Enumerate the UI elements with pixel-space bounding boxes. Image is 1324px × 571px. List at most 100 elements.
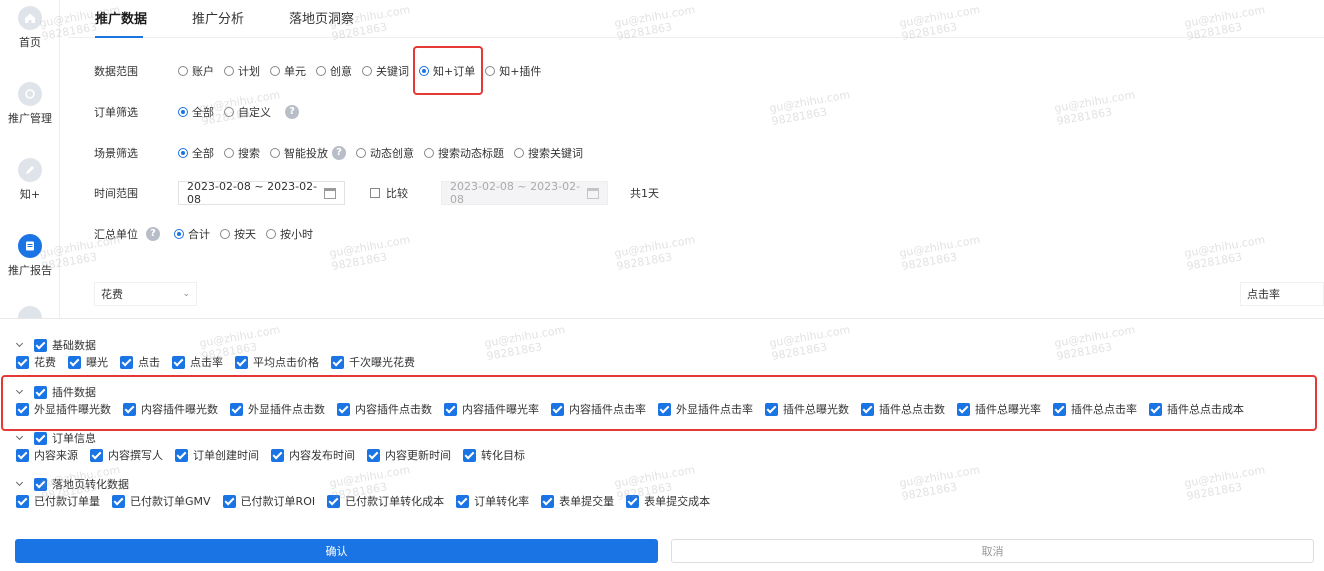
radio-unit[interactable]: 单元 [270,63,306,79]
column-checkbox[interactable]: 内容插件点击数 [337,401,432,417]
help-icon[interactable]: ? [146,227,160,241]
radio-order-all[interactable]: 全部 [178,104,214,120]
total-days: 共1天 [630,187,659,200]
date-range-value: 2023-02-08 ~ 2023-02-08 [187,180,318,206]
tab-landing-page-insight[interactable]: 落地页洞察 [289,12,355,27]
column-checkbox[interactable]: 表单提交成本 [626,493,710,509]
home-icon [18,6,42,30]
radio-plan[interactable]: 计划 [224,63,260,79]
edit-icon [18,158,42,182]
radio-scene-smart[interactable]: 智能投放 [270,145,328,161]
column-checkbox[interactable]: 表单提交量 [541,493,614,509]
column-checkbox[interactable]: 花费 [16,354,56,370]
column-checkbox[interactable]: 插件总曝光数 [765,401,849,417]
chevron-down-icon[interactable] [16,434,24,442]
chevron-down-icon[interactable] [16,341,24,349]
radio-creative[interactable]: 创意 [316,63,352,79]
column-checkbox[interactable]: 外显插件点击数 [230,401,325,417]
column-checkbox[interactable]: 插件总点击数 [861,401,945,417]
data-range-label: 数据范围 [94,65,138,78]
column-checkbox[interactable]: 插件总曝光率 [957,401,1041,417]
group-header-basic[interactable]: 基础数据 [16,337,108,353]
compare-date-range-picker[interactable]: 2023-02-08 ~ 2023-02-08 [441,180,608,206]
column-checkbox[interactable]: 订单创建时间 [175,447,259,463]
metric-select-left[interactable]: 花费 ⌄ [94,282,197,306]
column-checkbox[interactable]: 已付款订单GMV [112,493,211,509]
column-checkbox[interactable]: 内容来源 [16,447,78,463]
column-checkbox[interactable]: 已付款订单转化成本 [327,493,444,509]
help-icon[interactable]: ? [285,105,299,119]
date-range-picker[interactable]: 2023-02-08 ~ 2023-02-08 [178,180,345,206]
group-checkbox-basic[interactable]: 基础数据 [34,337,96,353]
column-checkbox[interactable]: 千次曝光花费 [331,354,415,370]
column-checkbox[interactable]: 平均点击价格 [235,354,319,370]
column-checkbox[interactable]: 订单转化率 [456,493,529,509]
group-items-landing-conversion: 已付款订单量 已付款订单GMV 已付款订单ROI 已付款订单转化成本 订单转化率… [16,493,722,509]
group-items-plugin: 外显插件曝光数 内容插件曝光数 外显插件点击数 内容插件点击数 内容插件曝光率 … [16,401,1244,417]
sidebar-item-home[interactable]: 首页 [0,6,60,50]
confirm-button[interactable]: 确认 [15,539,658,563]
column-checkbox[interactable]: 内容更新时间 [367,447,451,463]
radio-keyword[interactable]: 关键词 [362,63,409,79]
group-items-basic: 花费 曝光 点击 点击率 平均点击价格 千次曝光花费 [16,354,427,370]
compare-checkbox[interactable]: 比较 [370,184,408,202]
radio-account[interactable]: 账户 [178,63,214,79]
radio-summary-day[interactable]: 按天 [220,226,256,242]
help-icon[interactable]: ? [332,146,346,160]
radio-zhi-plus-order[interactable]: 知+订单 [419,63,475,79]
metric-select-right[interactable]: 点击率 [1240,282,1324,306]
radio-scene-search-dynamic-title[interactable]: 搜索动态标题 [424,145,504,161]
column-checkbox[interactable]: 内容插件曝光数 [123,401,218,417]
summary-unit-label: 汇总单位 [94,228,138,241]
radio-scene-all[interactable]: 全部 [178,145,214,161]
group-checkbox-plugin[interactable]: 插件数据 [34,384,96,400]
column-checkbox[interactable]: 外显插件点击率 [658,401,753,417]
column-checkbox[interactable]: 插件总点击成本 [1149,401,1244,417]
radio-scene-search-keyword[interactable]: 搜索关键词 [514,145,583,161]
radio-summary-total[interactable]: 合计 [174,226,210,242]
compare-date-range-value: 2023-02-08 ~ 2023-02-08 [450,180,581,206]
sidebar-item-label: 推广报告 [8,264,52,277]
column-checkbox[interactable]: 曝光 [68,354,108,370]
cancel-button[interactable]: 取消 [671,539,1314,563]
column-checkbox[interactable]: 内容撰写人 [90,447,163,463]
column-checkbox[interactable]: 内容插件点击率 [551,401,646,417]
group-header-landing-conversion[interactable]: 落地页转化数据 [16,476,141,492]
column-checkbox[interactable]: 外显插件曝光数 [16,401,111,417]
column-checkbox[interactable]: 插件总点击率 [1053,401,1137,417]
sidebar-item-promotion-management[interactable]: 推广管理 [0,82,60,126]
highlight-box-plugin-data [1,375,1317,431]
column-checkbox[interactable]: 点击率 [172,354,223,370]
sidebar-item-zhi-plus[interactable]: 知+ [0,158,60,202]
radio-scene-dynamic-creative[interactable]: 动态创意 [356,145,414,161]
column-checkbox[interactable]: 点击 [120,354,160,370]
tab-promotion-data[interactable]: 推广数据 [95,12,148,27]
tab-bar: 推广数据 推广分析 落地页洞察 [68,0,1324,38]
column-checkbox[interactable]: 转化目标 [463,447,525,463]
data-range-row: 数据范围 账户 计划 单元 创意 关键词 知+订单 知+插件 [94,62,551,80]
radio-scene-search[interactable]: 搜索 [224,145,260,161]
chevron-down-icon[interactable] [16,388,24,396]
sidebar-item-label: 知+ [19,188,41,201]
radio-zhi-plus-plugin[interactable]: 知+插件 [485,63,541,79]
group-header-plugin[interactable]: 插件数据 [16,384,108,400]
tab-promotion-analysis[interactable]: 推广分析 [192,12,245,27]
column-checkbox[interactable]: 已付款订单量 [16,493,100,509]
group-checkbox-order-info[interactable]: 订单信息 [34,430,96,446]
group-items-order-info: 内容来源 内容撰写人 订单创建时间 内容发布时间 内容更新时间 转化目标 [16,447,537,463]
refresh-icon [18,82,42,106]
radio-summary-hour[interactable]: 按小时 [266,226,313,242]
chevron-down-icon[interactable] [16,480,24,488]
sidebar-item-promotion-report[interactable]: 推广报告 [0,234,60,278]
main-panel: 推广数据 推广分析 落地页洞察 数据范围 账户 计划 单元 创意 关键词 知+订… [68,0,1324,318]
order-filter-row: 订单筛选 全部 自定义 ? [94,103,309,121]
column-checkbox[interactable]: 内容插件曝光率 [444,401,539,417]
column-checkbox[interactable]: 已付款订单ROI [222,493,315,509]
group-header-order-info[interactable]: 订单信息 [16,430,108,446]
column-checkbox[interactable]: 内容发布时间 [271,447,355,463]
column-picker-panel: 基础数据 花费 曝光 点击 点击率 平均点击价格 千次曝光花费 插件数据 外显插… [0,318,1324,571]
radio-order-custom[interactable]: 自定义 [224,104,271,120]
sidebar-item-label: 首页 [19,36,41,49]
scene-filter-row: 场景筛选 全部 搜索 智能投放 ? 动态创意 搜索动态标题 搜索关键词 [94,144,593,162]
group-checkbox-landing-conversion[interactable]: 落地页转化数据 [34,476,129,492]
